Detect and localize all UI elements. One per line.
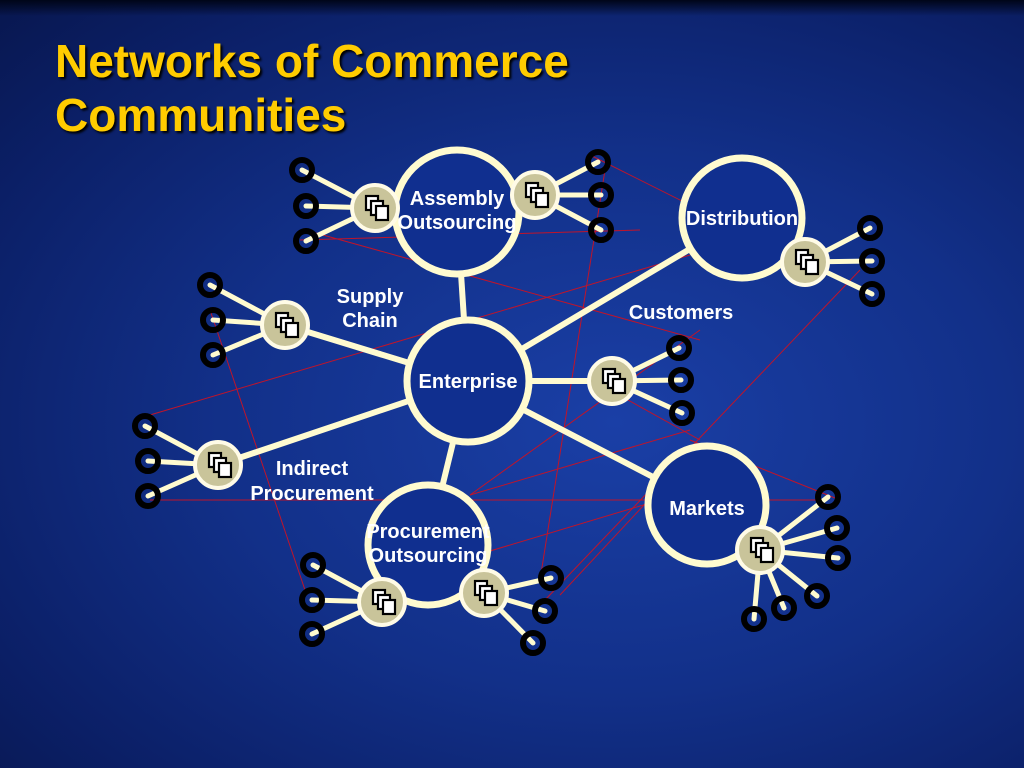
procurement-hub-circle xyxy=(364,481,492,609)
cross-line-4 xyxy=(304,229,701,341)
procurement-right-endpoint-ring-icon-1 xyxy=(538,565,564,591)
distribution-endpoint-ring-icon-1 xyxy=(857,215,883,241)
cross-line-13 xyxy=(459,499,661,561)
assembly-right-endpoint-ring-icon-2 xyxy=(588,182,614,208)
markets-endpoint-ring-icon-6 xyxy=(741,606,767,632)
assembly-right-endpoint-ring-icon-1 xyxy=(585,149,611,175)
markets-endpoint-ring-icon-2 xyxy=(824,515,850,541)
procurement-left-endpoint-ring-icon-3 xyxy=(299,621,325,647)
markets-endpoint-ring-icon-1 xyxy=(815,484,841,510)
customers-endpoint-ring-icon-1 xyxy=(666,335,692,361)
assembly-right-endpoint-ring-icon-3 xyxy=(588,217,614,243)
top-shadow-band xyxy=(0,0,1024,16)
procurement-left-document-sheet-3 xyxy=(381,598,397,616)
distribution-document-sheet-3 xyxy=(804,258,820,276)
indirect-procurement-endpoint-ring-icon-3 xyxy=(135,483,161,509)
distribution-hub-label-1: Distribution xyxy=(686,208,798,230)
procurement-left-endpoint-ring-icon-1 xyxy=(300,552,326,578)
customers-document-stack-icon xyxy=(601,367,627,395)
procurement-right-document-stack-icon xyxy=(473,579,499,607)
assembly-hub-label-1: Assembly xyxy=(410,188,505,210)
indirect-procurement-label-2: Procurement xyxy=(250,483,374,505)
procurement-right-endpoint-ring-icon-3 xyxy=(520,630,546,656)
procurement-left-endpoint-ring-icon-2 xyxy=(299,587,325,613)
supply-chain-document-stack-icon xyxy=(274,311,300,339)
customers-document-sheet-3 xyxy=(611,377,627,395)
customers-label-1: Customers xyxy=(629,302,733,324)
assembly-left-endpoint-ring-icon-1 xyxy=(289,157,315,183)
assembly-right-document-sheet-3 xyxy=(534,191,550,209)
markets-endpoint-ring-icon-3 xyxy=(825,545,851,571)
supply-chain-label-2: Chain xyxy=(342,310,398,332)
assembly-left-endpoint-ring-icon-3 xyxy=(293,228,319,254)
connector-nodes xyxy=(193,170,830,627)
supply-chain-endpoint-ring-icon-3 xyxy=(200,342,226,368)
supply-chain-document-sheet-3 xyxy=(284,321,300,339)
indirect-procurement-label-1: Indirect xyxy=(276,458,349,480)
markets-hub-circle xyxy=(644,442,770,568)
distribution-endpoint-ring-icon-2 xyxy=(859,248,885,274)
indirect-procurement-document-sheet-3 xyxy=(217,461,233,479)
assembly-hub-label-2: Outsourcing xyxy=(398,212,517,234)
procurement-right-endpoint-ring-icon-2 xyxy=(532,598,558,624)
cross-line-1 xyxy=(149,254,691,416)
title-line-1: Networks of Commerce xyxy=(55,35,569,87)
supply-chain-endpoint-ring-icon-2 xyxy=(200,307,226,333)
procurement-hub-label-1: Procurement xyxy=(366,521,490,543)
distribution-endpoint-ring-icon-3 xyxy=(859,281,885,307)
assembly-left-document-sheet-3 xyxy=(374,204,390,222)
supply-chain-endpoint-ring-icon-1 xyxy=(197,272,223,298)
procurement-left-document-stack-icon xyxy=(371,588,397,616)
title-line-2: Communities xyxy=(55,89,347,141)
indirect-procurement-document-stack-icon xyxy=(207,451,233,479)
assembly-left-document-stack-icon xyxy=(364,194,390,222)
assembly-left-endpoint-ring-icon-2 xyxy=(293,193,319,219)
assembly-right-document-stack-icon xyxy=(524,181,550,209)
procurement-right-document-sheet-3 xyxy=(483,589,499,607)
markets-document-stack-icon xyxy=(749,536,775,564)
cross-line-7 xyxy=(469,429,691,496)
customers-endpoint-ring-icon-3 xyxy=(669,400,695,426)
markets-endpoint-ring-icon-4 xyxy=(804,583,830,609)
markets-hub-label-1: Markets xyxy=(669,498,745,520)
enterprise-hub-circle xyxy=(403,316,533,446)
customers-endpoint-ring-icon-2 xyxy=(668,367,694,393)
indirect-procurement-endpoint-ring-icon-2 xyxy=(135,448,161,474)
distribution-document-stack-icon xyxy=(794,248,820,276)
markets-document-sheet-3 xyxy=(759,546,775,564)
cross-line-9 xyxy=(544,269,861,601)
procurement-hub-label-2: Outsourcing xyxy=(369,545,488,567)
markets-endpoint-ring-icon-5 xyxy=(771,595,797,621)
enterprise-hub-label-1: Enterprise xyxy=(419,371,518,393)
distribution-hub-circle xyxy=(678,154,806,282)
indirect-procurement-endpoint-ring-icon-1 xyxy=(132,413,158,439)
supply-chain-label-1: Supply xyxy=(337,286,405,308)
slide-title: Networks of Commerce Communities xyxy=(55,34,569,142)
